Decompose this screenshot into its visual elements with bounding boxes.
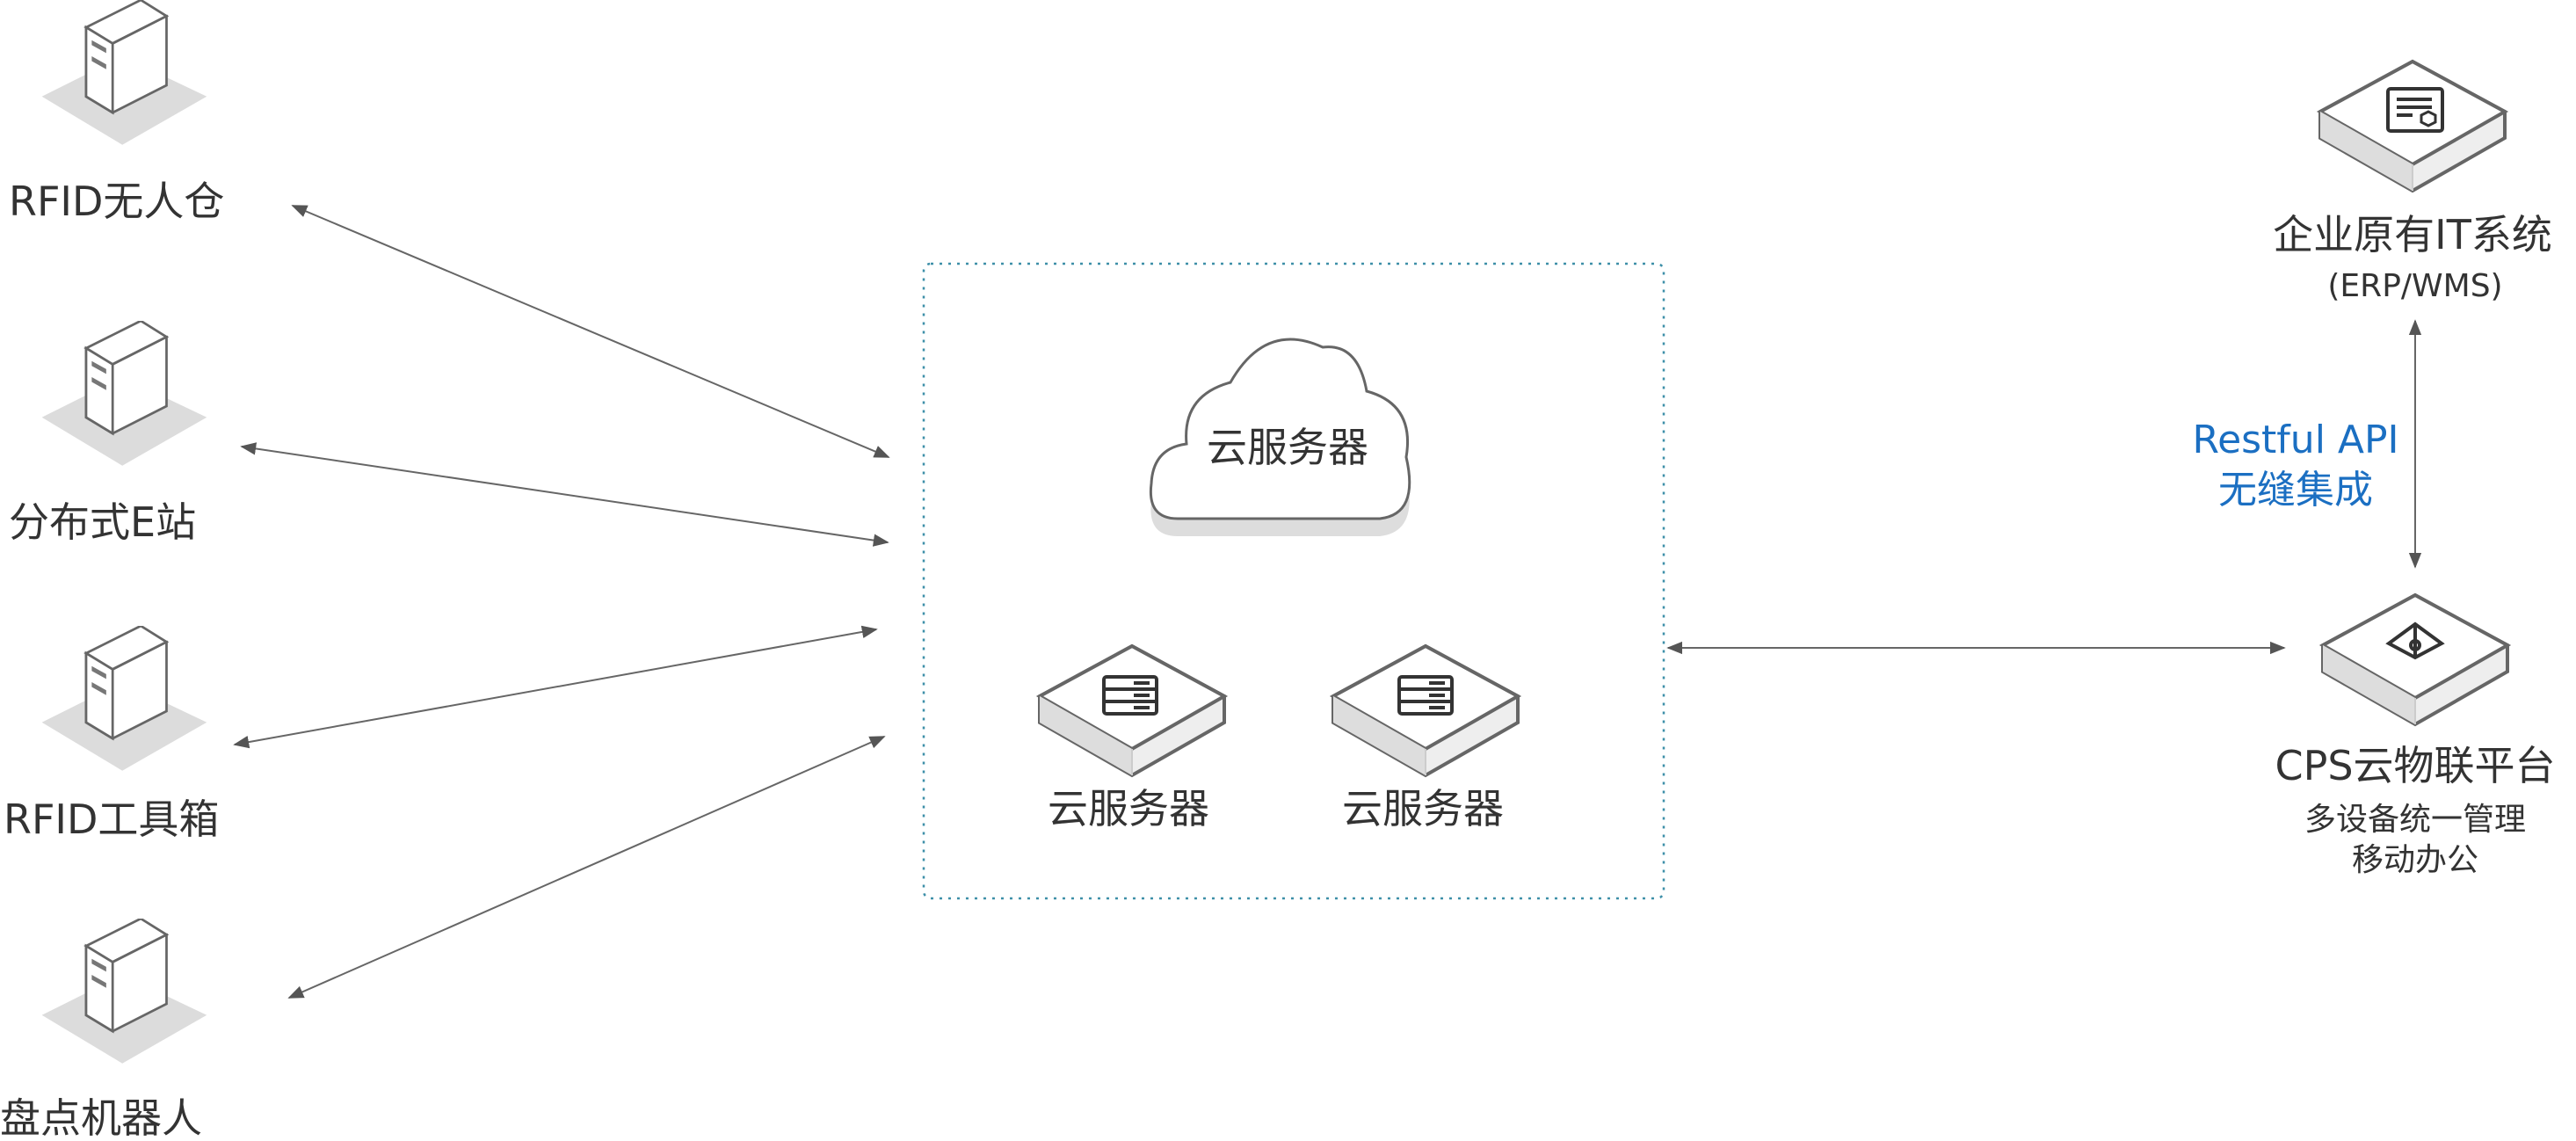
rack-server-icon: [1397, 675, 1454, 716]
cloud-server-2: 云服务器: [1332, 644, 1520, 832]
plate-icon: [2318, 60, 2507, 193]
node-label: 盘点机器人: [0, 1094, 202, 1141]
enterprise-system-node: 企业原有IT系统 (ERP/WMS): [2273, 60, 2552, 304]
arrow-inventory-robot: [287, 736, 886, 999]
router-icon: [2385, 621, 2445, 660]
node-label: RFID工具箱: [4, 796, 219, 843]
left-node-rfid-toolbox: RFID工具箱: [4, 626, 219, 843]
cloud-server-1: 云服务器: [1038, 644, 1226, 832]
integration-sublabel: 无缝集成: [2218, 468, 2373, 512]
cloud-group-border: [922, 262, 1665, 900]
cps-platform-node: CPS云物联平台 多设备统一管理 移动办公: [2275, 593, 2556, 878]
plate-icon: [2321, 593, 2509, 726]
arrow-rfid-toolbox: [233, 625, 878, 749]
node-label: 分布式E站: [9, 498, 196, 546]
tower-server-icon: [40, 626, 208, 773]
cps-platform-feature-2: 移动办公: [2352, 842, 2478, 878]
arrow-e-station: [240, 442, 889, 547]
enterprise-system-sublabel: (ERP/WMS): [2327, 268, 2502, 304]
document-settings-icon: [2386, 87, 2444, 133]
server-label: 云服务器: [1048, 785, 1209, 832]
rack-server-icon: [1102, 675, 1158, 716]
cps-platform-feature-1: 多设备统一管理: [2304, 802, 2526, 838]
tower-server-icon: [40, 0, 208, 147]
cps-platform-label: CPS云物联平台: [2275, 742, 2555, 789]
left-node-rfid-warehouse: RFID无人仓: [9, 0, 224, 225]
cloud-label: 云服务器: [1207, 424, 1368, 471]
cloud-group: 云服务器 云服务器 云服务器: [922, 262, 1665, 900]
tower-server-icon: [40, 321, 208, 468]
left-node-inventory-robot: 盘点机器人: [0, 919, 208, 1141]
tower-server-icon: [40, 919, 208, 1065]
integration-label: Restful API: [2192, 418, 2398, 462]
node-label: RFID无人仓: [9, 178, 224, 225]
enterprise-system-label: 企业原有IT系统: [2273, 211, 2552, 258]
left-node-e-station: 分布式E站: [9, 321, 208, 546]
cloud-icon: [1149, 338, 1411, 536]
plate-icon: [1332, 644, 1520, 777]
connection-arrows: [233, 205, 2422, 999]
plate-icon: [1038, 644, 1226, 777]
arrow-rfid-warehouse: [291, 205, 890, 458]
server-label: 云服务器: [1342, 785, 1504, 832]
